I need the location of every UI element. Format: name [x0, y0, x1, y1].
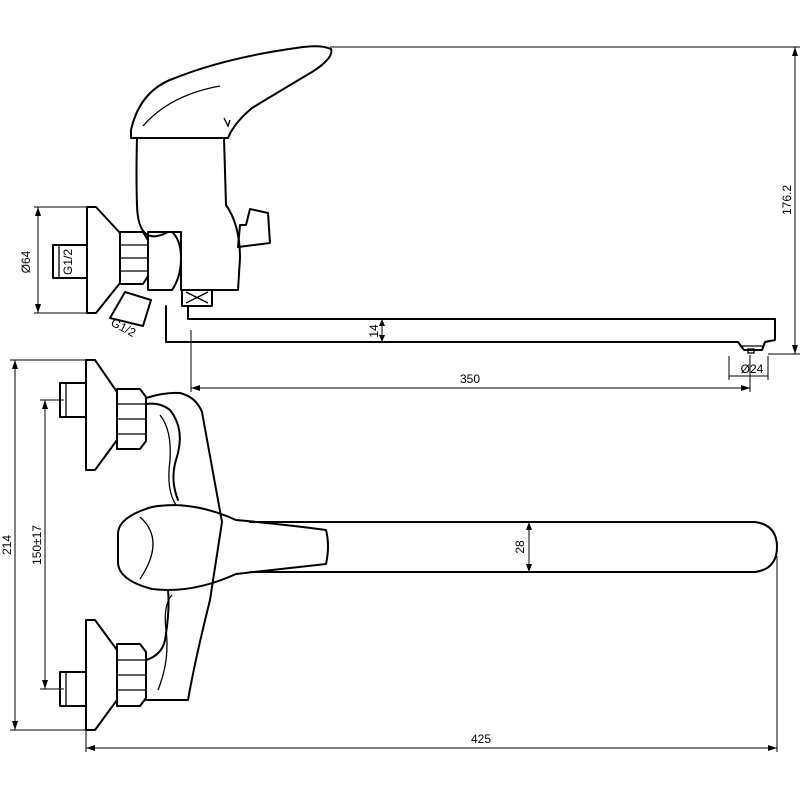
- side-angled-inlet: [109, 291, 152, 327]
- top-lower-hex-nut: [116, 643, 147, 707]
- dim-flange-diameter: Ø64: [19, 250, 33, 273]
- top-upper-arm: [145, 402, 181, 501]
- dim-inlet-spacing: 150±17: [30, 525, 44, 565]
- side-spout: [165, 305, 776, 351]
- top-lever-handle: [117, 504, 329, 591]
- dim-inlet-thread-top: G1/2: [61, 249, 75, 275]
- top-view: [59, 359, 778, 731]
- side-spout-connector: [181, 289, 213, 307]
- dimension-lines: Ø64 G1/2 G1/2 176.2 14 350 Ø24: [0, 46, 800, 752]
- dim-overall-height: 176.2: [780, 185, 794, 215]
- dim-overall-length: 425: [471, 732, 491, 746]
- dim-spout-thickness: 14: [367, 324, 381, 338]
- top-upper-hex-nut: [116, 388, 147, 450]
- dim-outlet-diameter: Ø24: [741, 362, 764, 376]
- dim-overall-depth: 214: [0, 535, 14, 555]
- top-body-plate: [145, 391, 223, 701]
- side-eccentric-coupling: [147, 231, 182, 291]
- side-lever-handle: [130, 45, 333, 139]
- top-lower-wall-flange: [85, 619, 118, 731]
- dim-inlet-thread-angled: G1/2: [109, 315, 139, 340]
- top-spout: [249, 521, 778, 573]
- side-diverter-knob: [237, 208, 271, 248]
- dim-spout-width: 28: [513, 540, 527, 554]
- side-view: [52, 45, 776, 354]
- top-lower-arm: [145, 589, 170, 661]
- top-upper-wall-flange: [85, 359, 118, 471]
- side-wall-flange: [86, 206, 121, 314]
- side-inlet-pipe: [52, 244, 88, 279]
- side-valve-body: [135, 137, 241, 291]
- dim-spout-reach: 350: [460, 372, 480, 386]
